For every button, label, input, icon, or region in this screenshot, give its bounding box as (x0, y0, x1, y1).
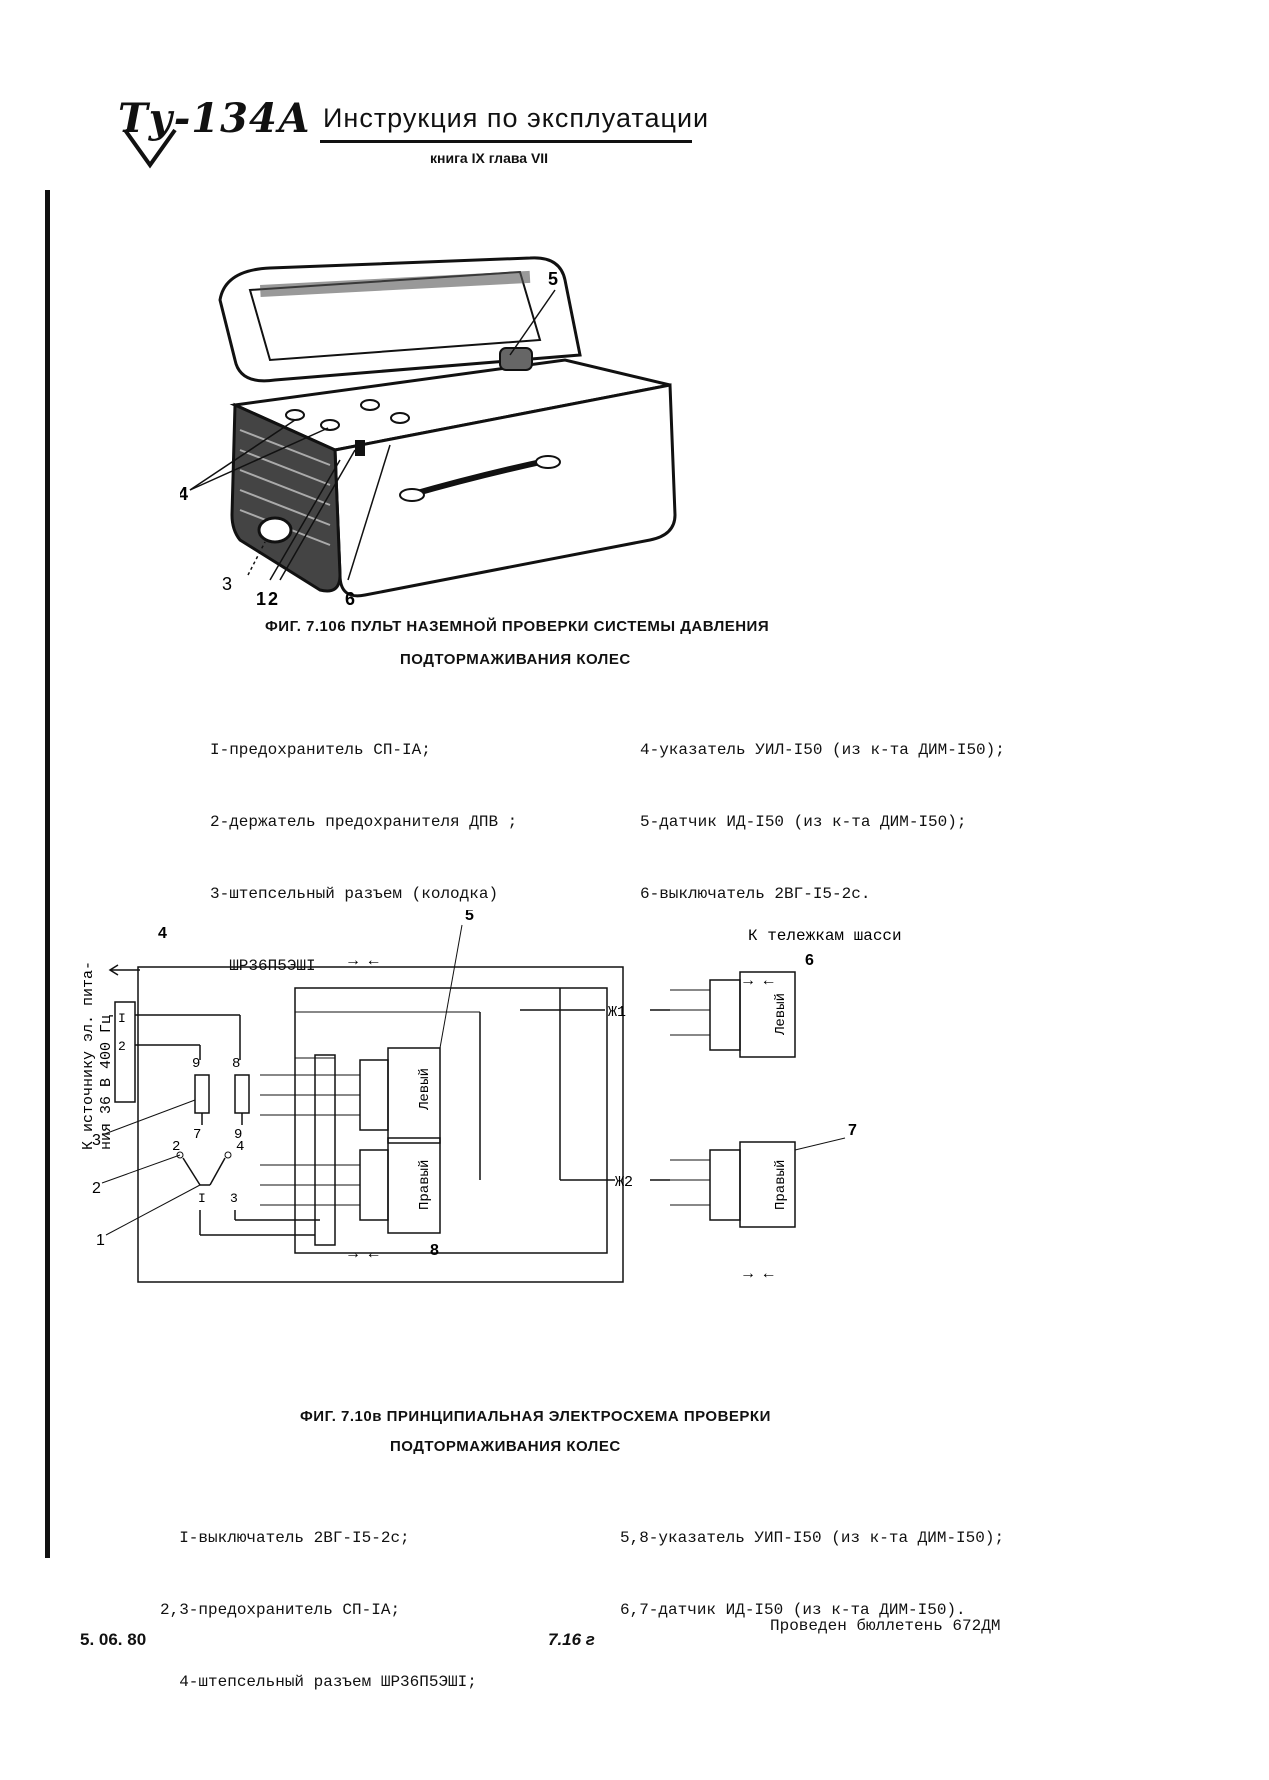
callout-3: 3 (222, 574, 232, 594)
figure1-legend-right: 4-указатель УИЛ-I50 (из к-та ДИМ-I50); 5… (640, 690, 1005, 930)
figure2-legend-right: 5,8-указатель УИП-I50 (из к-та ДИМ-I50);… (620, 1478, 1004, 1646)
svg-text:→ ←: → ← (345, 1245, 381, 1262)
indicator5-label: Левый (416, 1068, 433, 1111)
label-5: 5 (465, 910, 474, 924)
svg-text:→ ←: → ← (740, 972, 776, 989)
figure2-legend-left: I-выключатель 2ВГ-I5-2с; 2,3-предохранит… (160, 1478, 477, 1718)
label-7: 7 (848, 1122, 857, 1139)
callout-1: 1 (256, 589, 266, 609)
svg-text:9: 9 (234, 1127, 242, 1143)
chassis-label: К тележкам шасси (748, 927, 902, 945)
page-title: Инструкция по эксплуатации (323, 103, 710, 133)
callout-6: 6 (345, 589, 355, 609)
label-1-switch: 1 (96, 1232, 105, 1249)
source-label-2: ния 36 В 400 Гц (98, 1015, 115, 1150)
legend-item: I-выключатель 2ВГ-I5-2с; (160, 1529, 410, 1547)
figure2-caption-line2: ПОДТОРМАЖИВАНИЯ КОЛЕС (390, 1438, 621, 1455)
svg-text:I: I (198, 1191, 206, 1206)
callout-2: 2 (268, 589, 278, 609)
figure1-legend-left: I-предохранитель СП-IA; 2-держатель пред… (210, 690, 517, 1002)
figure1-caption-line2: ПОДТОРМАЖИВАНИЯ КОЛЕС (400, 651, 631, 668)
label-6: 6 (805, 952, 814, 969)
label-8: 8 (430, 1242, 439, 1259)
legend-item: I-предохранитель СП-IA; (210, 741, 431, 759)
console-illustration: 5 4 3 1 2 6 (180, 256, 677, 609)
title-rule (320, 140, 692, 143)
callout-5: 5 (548, 269, 558, 289)
logo-text: Ту-134А (118, 95, 312, 142)
label-2-fuse: 2 (92, 1180, 101, 1197)
legend-item: 4-указатель УИЛ-I50 (из к-та ДИМ-I50); (640, 741, 1005, 759)
circuit-schematic: К источнику эл. пита- ния 36 В 400 Гц 4 … (80, 910, 902, 1283)
connector-zh2: Ж2 (615, 1174, 633, 1191)
svg-text:2: 2 (118, 1039, 126, 1054)
figure1-caption-line1: ФИГ. 7.106 ПУЛЬТ НАЗЕМНОЙ ПРОВЕРКИ СИСТЕ… (265, 618, 770, 635)
legend-item: 4-штепсельный разъем ШР36П5ЭШI; (160, 1673, 477, 1691)
legend-item: 3-штепсельный разъем (колодка) (210, 885, 499, 903)
logo-triangle-icon (123, 128, 177, 169)
svg-text:7: 7 (193, 1127, 201, 1143)
legend-item: 6,7-датчик ИД-I50 (из к-та ДИМ-I50). (620, 1601, 966, 1619)
document-logo: Ту-134А (118, 95, 311, 142)
legend-item: ШР36П5ЭШI (210, 957, 316, 975)
svg-text:I: I (118, 1011, 126, 1026)
svg-text:3: 3 (230, 1191, 238, 1206)
svg-text:8: 8 (232, 1056, 240, 1072)
margin-bar (45, 190, 50, 1558)
legend-item: 6-выключатель 2ВГ-I5-2с. (640, 885, 871, 903)
footer-date: 5. 06. 80 (80, 1630, 147, 1649)
footer-bulletin: Проведен бюллетень 672ДМ (770, 1617, 1001, 1635)
svg-text:4: 4 (236, 1139, 244, 1155)
sensor6-label: Левый (772, 993, 789, 1036)
footer-page-number: 7.16 г (548, 1630, 595, 1649)
legend-item: 2-держатель предохранителя ДПВ ; (210, 813, 518, 831)
callout-4: 4 (180, 484, 188, 504)
legend-item: 5,8-указатель УИП-I50 (из к-та ДИМ-I50); (620, 1529, 1005, 1547)
svg-text:→ ←: → ← (345, 952, 381, 969)
source-label-1: К источнику эл. пита- (80, 961, 97, 1150)
legend-item: 2,3-предохранитель СП-IA; (160, 1601, 401, 1619)
label-10: 9 (192, 1056, 200, 1072)
label-4-enclosure: 4 (158, 925, 167, 942)
figure2-caption-line1: ФИГ. 7.10в ПРИНЦИПИАЛЬНАЯ ЭЛЕКТРОСХЕМА П… (300, 1408, 771, 1425)
label-3-fuse: 3 (92, 1132, 101, 1149)
sensor7-label: Правый (772, 1160, 789, 1210)
connector-zh1: Ж1 (608, 1004, 626, 1021)
indicator8-label: Правый (416, 1160, 433, 1210)
svg-text:→ ←: → ← (740, 1265, 776, 1282)
svg-text:2: 2 (172, 1139, 180, 1155)
page-subtitle: книга IX глава VII (430, 150, 549, 166)
legend-item: 5-датчик ИД-I50 (из к-та ДИМ-I50); (640, 813, 967, 831)
